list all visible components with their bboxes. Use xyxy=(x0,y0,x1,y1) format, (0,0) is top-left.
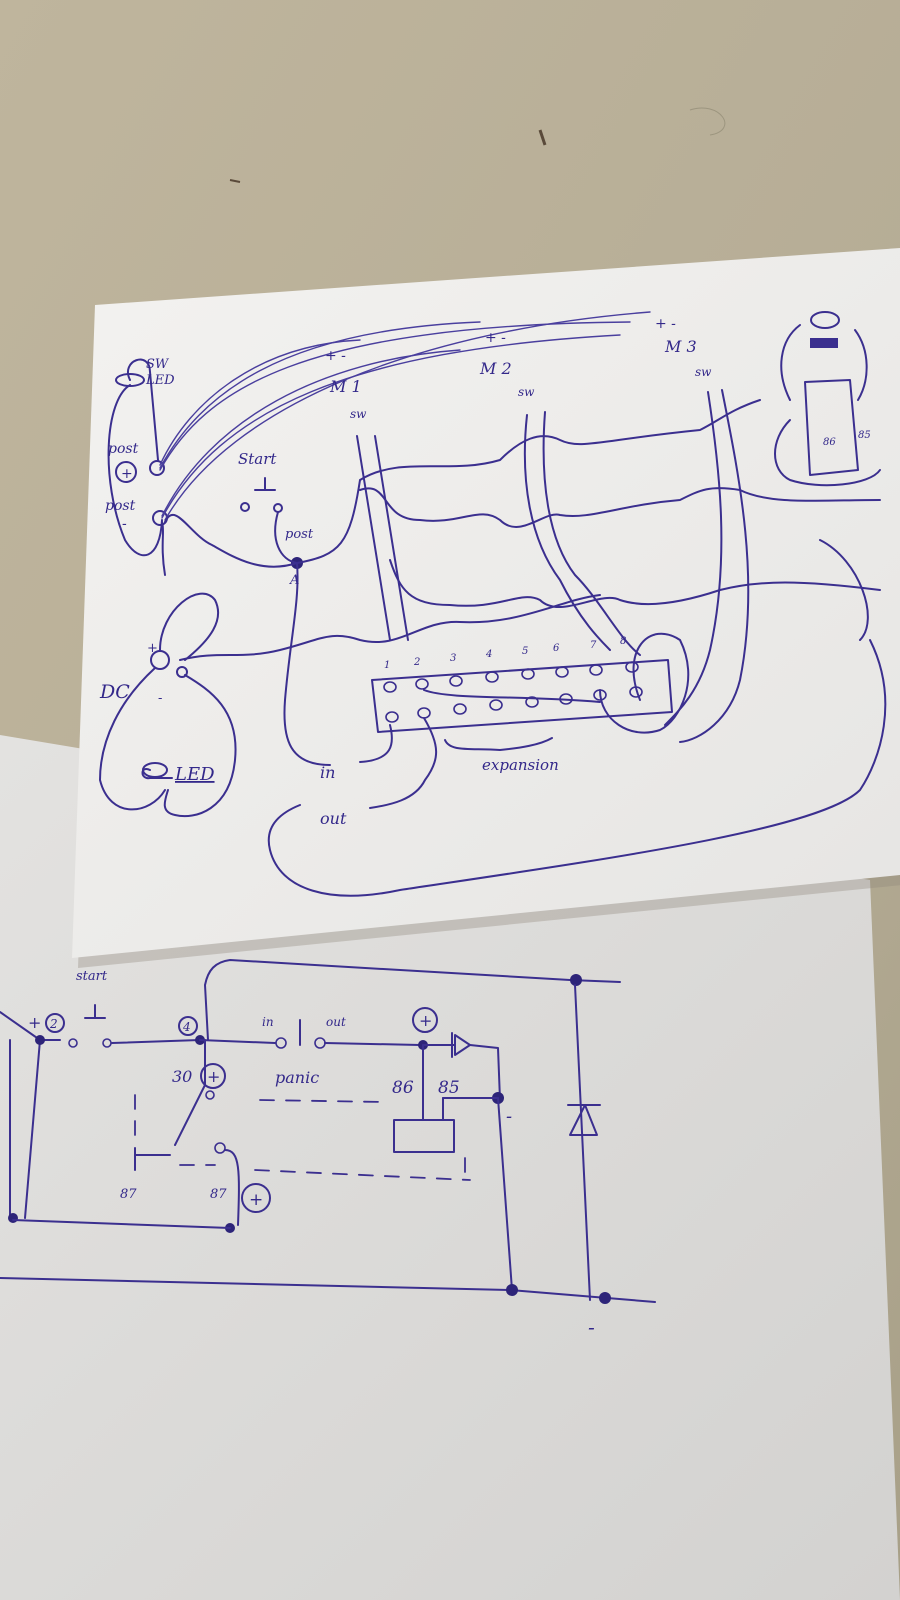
label-85: 85 xyxy=(438,1078,460,1098)
terminal-number: 6 xyxy=(553,643,560,654)
label-plus-87: + xyxy=(249,1190,263,1210)
label-m1-sw: sw xyxy=(350,407,367,421)
label-dc-minus: - xyxy=(158,691,162,706)
label-m2: M 2 xyxy=(479,359,512,378)
label-m1: M 1 xyxy=(329,377,362,396)
label-post-plus: post xyxy=(108,441,139,457)
label-pm-m1: + - xyxy=(325,348,346,364)
led-symbol xyxy=(142,762,168,778)
label-led: LED xyxy=(174,764,215,785)
relay-box xyxy=(804,379,859,476)
label-a: A xyxy=(289,573,299,588)
label-m3: M 3 xyxy=(664,337,697,356)
bottom-sheet-labels: start + 2 4 in out + 30 + panic 86 85 - … xyxy=(28,969,595,1339)
top-rail xyxy=(204,959,621,1041)
label-minus-symbol: - xyxy=(122,516,127,532)
label-m2-sw: sw xyxy=(518,385,535,399)
relay-coil-symbol xyxy=(810,338,838,348)
label-in-bottom: in xyxy=(262,1015,274,1029)
terminal-number: 4 xyxy=(485,649,492,660)
label-pm-m3: + - xyxy=(655,316,676,332)
top-paper-sheet xyxy=(72,248,900,958)
label-dc: DC xyxy=(99,681,130,703)
label-node-4: 4 xyxy=(182,1020,191,1034)
terminal-number: 8 xyxy=(620,636,626,647)
label-sw: SW xyxy=(146,357,170,372)
label-plus-symbol: + xyxy=(121,466,133,482)
m2-lead-b xyxy=(542,411,641,656)
table-marks xyxy=(229,107,726,183)
label-minus-bottom: - xyxy=(588,1315,595,1339)
bottom-schematic xyxy=(0,959,656,1304)
sw-led-symbol xyxy=(115,373,145,387)
label-panic: panic xyxy=(275,1068,319,1087)
m3-lead-a xyxy=(664,391,723,726)
terminal-number: 2 xyxy=(413,657,420,668)
expansion-brace xyxy=(444,737,553,751)
bottom-paper-sheet xyxy=(0,735,900,1600)
label-relay-86: 86 xyxy=(823,437,836,448)
terminal-number: 7 xyxy=(590,640,597,651)
m1-lead-b xyxy=(374,435,409,641)
label-start-bottom: start xyxy=(76,969,108,984)
m2-lead-a xyxy=(523,414,611,651)
post-plus-terminal xyxy=(149,460,165,476)
top-sheet-labels: SW LED post + post - Start post A + - M … xyxy=(99,316,871,828)
label-dc-plus: + xyxy=(147,641,158,656)
enclosure-loop xyxy=(107,384,163,557)
label-post-a: post xyxy=(285,527,314,542)
label-m3-sw: sw xyxy=(695,365,712,379)
label-30: 30 xyxy=(172,1067,192,1086)
terminal-number: 1 xyxy=(384,660,390,671)
terminal-number: 5 xyxy=(522,646,528,657)
terminal-holes xyxy=(383,661,643,723)
terminal-numbers: 1 2 3 4 5 6 7 8 xyxy=(384,636,626,671)
top-wiring-diagram xyxy=(99,311,887,897)
post-plus-circle xyxy=(115,461,137,483)
m1-lead-a xyxy=(356,435,391,641)
label-plus-30: + xyxy=(207,1067,220,1086)
label-out: out xyxy=(320,809,347,828)
label-sw-led: LED xyxy=(145,373,175,388)
label-plus-top: + xyxy=(419,1011,432,1030)
label-pm-m2: + - xyxy=(485,330,506,346)
m3-lead-b xyxy=(679,389,750,743)
terminal-number: 3 xyxy=(450,653,456,664)
label-87-left: 87 xyxy=(120,1187,137,1202)
label-plus-left: + xyxy=(28,1013,41,1032)
label-in: in xyxy=(320,763,335,782)
label-node-2: 2 xyxy=(49,1017,58,1031)
label-out-bottom: out xyxy=(326,1015,346,1029)
terminal-strip xyxy=(371,659,673,733)
label-expansion: expansion xyxy=(482,756,559,774)
label-post-minus: post xyxy=(105,498,136,514)
fuse-symbol xyxy=(810,311,840,329)
relay-coil xyxy=(393,1119,455,1153)
label-87-right: 87 xyxy=(210,1187,227,1202)
label-relay-85: 85 xyxy=(858,430,871,441)
label-86: 86 xyxy=(392,1078,414,1098)
label-minus-right: - xyxy=(506,1106,512,1127)
label-start: Start xyxy=(238,450,277,468)
